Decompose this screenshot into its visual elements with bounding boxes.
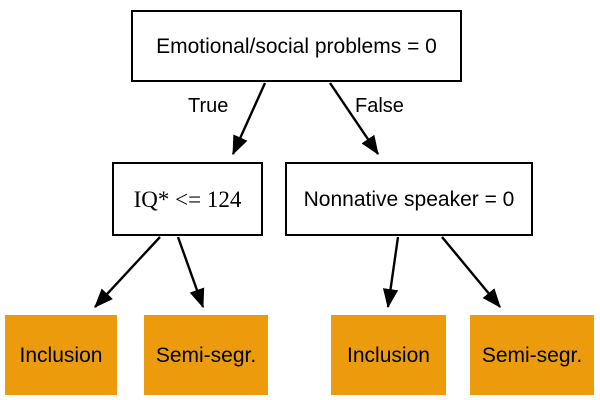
node-label: Inclusion: [347, 343, 430, 367]
leaf-node-inclusion-right[interactable]: Inclusion: [331, 315, 446, 395]
edge-iq-to-leaf-semi-segr: [176, 236, 205, 309]
edge-iq-to-leaf-inclusion: [94, 236, 161, 308]
edge-label-false: False: [355, 95, 404, 117]
edge-label-true: True: [188, 95, 229, 117]
node-label: Nonnative speaker = 0: [303, 187, 515, 211]
edge-root-to-iq: [231, 82, 267, 156]
node-label: IQ* <= 124: [133, 186, 242, 212]
decision-node-emotional-social-problems[interactable]: Emotional/social problems = 0: [131, 10, 462, 82]
edge-nonnative-to-leaf-semi-segr: [441, 236, 501, 308]
node-label: Semi-segr.: [481, 343, 583, 367]
leaf-node-semi-segr-right[interactable]: Semi-segr.: [470, 315, 594, 395]
leaf-node-semi-segr-left[interactable]: Semi-segr.: [144, 315, 268, 395]
node-label: Emotional/social problems = 0: [156, 34, 437, 58]
edge-nonnative-to-leaf-inclusion: [382, 236, 400, 309]
decision-node-iq[interactable]: IQ* <= 124: [112, 162, 263, 236]
node-label: Semi-segr.: [155, 343, 257, 367]
node-label: Inclusion: [19, 343, 103, 367]
edge-root-to-nonnative: [329, 82, 379, 155]
leaf-node-inclusion-left[interactable]: Inclusion: [5, 315, 117, 395]
decision-node-nonnative-speaker[interactable]: Nonnative speaker = 0: [285, 162, 533, 236]
